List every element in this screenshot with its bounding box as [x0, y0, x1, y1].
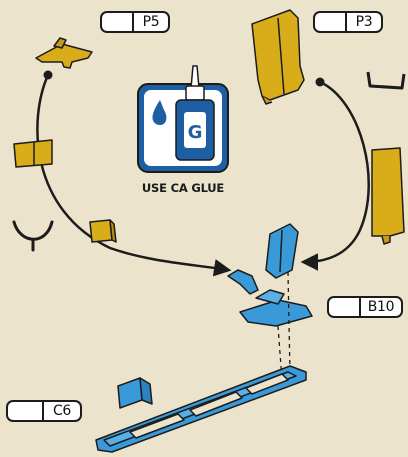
alignment-guides — [278, 272, 290, 380]
glue-bottle-letter: G — [188, 122, 203, 143]
part-b10-upright — [266, 224, 298, 278]
part-tag-b10: B10 — [327, 296, 403, 318]
part-tag-code: B10 — [361, 298, 401, 316]
part-tag-box — [329, 298, 361, 316]
glue-bottle-nozzle — [191, 66, 199, 88]
glue-bottle-cap — [186, 86, 204, 100]
part-tag-box — [102, 13, 134, 31]
right-arrow-origin-dot — [316, 78, 325, 87]
part-b10-base — [240, 290, 312, 326]
ca-glue-icon: G — [138, 66, 228, 172]
part-tag-p5: P5 — [100, 11, 170, 33]
part-small-yellow-block — [90, 220, 116, 242]
part-small-black-bracket — [368, 72, 404, 88]
part-b10-clip — [228, 270, 258, 294]
part-yellow-pillar — [372, 148, 404, 244]
part-p5-block — [14, 140, 52, 167]
left-arrow-origin-dot — [44, 71, 53, 80]
part-tag-box — [8, 402, 44, 420]
part-u-bracket — [14, 222, 52, 239]
part-tag-p3: P3 — [313, 11, 383, 33]
part-p3 — [252, 10, 304, 104]
glue-caption: USE CA GLUE — [128, 181, 238, 195]
part-tag-c6: C6 — [6, 400, 82, 422]
part-tag-code: C6 — [44, 402, 80, 420]
part-tag-code: P3 — [347, 13, 381, 31]
part-c6-frame — [96, 366, 306, 452]
part-p5 — [36, 38, 92, 68]
right-assembly-arrow — [304, 82, 369, 262]
part-tag-box — [315, 13, 347, 31]
part-tag-code: P5 — [134, 13, 168, 31]
